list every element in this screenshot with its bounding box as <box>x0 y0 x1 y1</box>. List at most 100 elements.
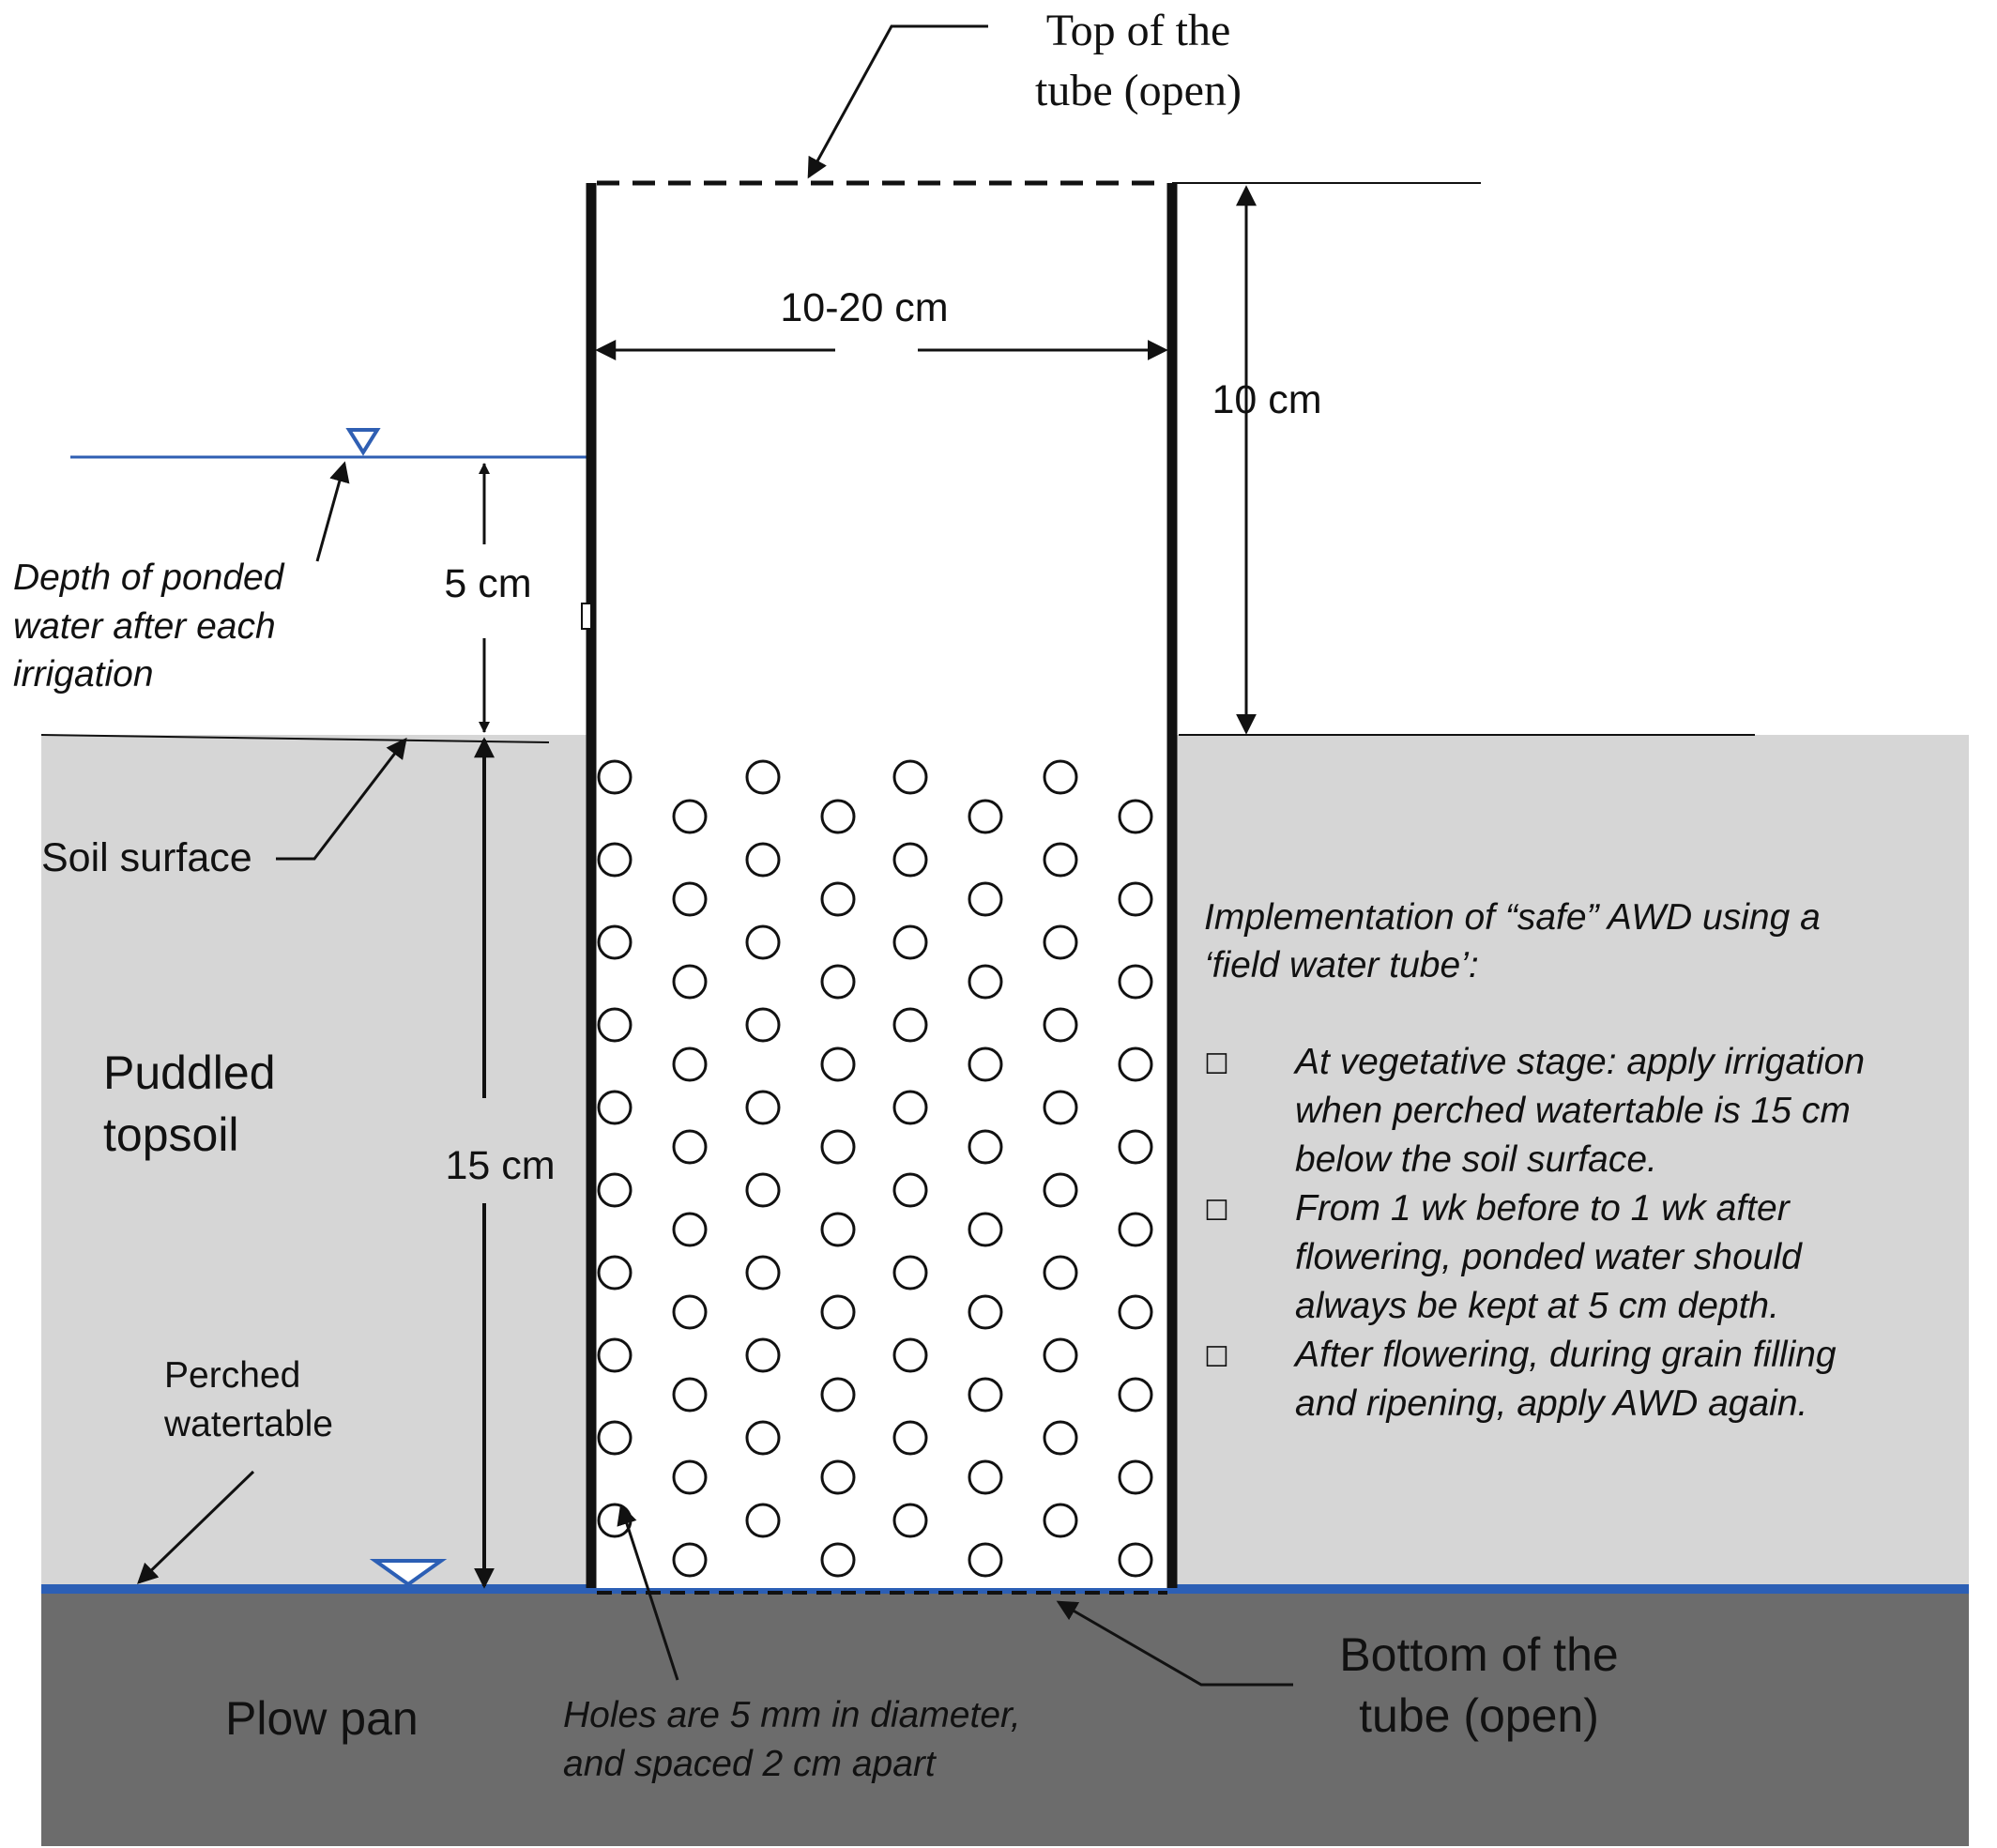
holes-note-leader <box>617 1504 679 1681</box>
perforation-hole <box>597 1337 633 1373</box>
implementation-item-3-line-2: and ripening, apply AWD again. <box>1295 1383 1807 1424</box>
soil-surface-leader <box>276 737 407 861</box>
perforation-hole <box>1043 759 1078 795</box>
perforation-hole <box>892 1503 928 1538</box>
perforation-hole <box>672 1377 708 1413</box>
perforation-hole <box>968 964 1003 1000</box>
bullet-icon: ☐ <box>1204 1342 1229 1373</box>
plow-pan-label: Plow pan <box>225 1692 419 1745</box>
perforation-hole <box>892 1090 928 1125</box>
perforation-hole <box>820 1377 856 1413</box>
perforation-hole <box>745 1255 781 1291</box>
perforation-hole <box>892 1337 928 1373</box>
perforation-hole <box>968 799 1003 834</box>
perforation-hole <box>672 1294 708 1330</box>
bottom-of-tube-label-line-2: tube (open) <box>1359 1689 1599 1742</box>
perforation-hole <box>1118 1294 1153 1330</box>
implementation-heading-line-1: Implementation of “safe” AWD using a <box>1204 897 1821 938</box>
perforation-hole <box>820 1212 856 1247</box>
perforation-hole <box>672 1459 708 1495</box>
perforation-hole <box>1118 1542 1153 1578</box>
ponded-water-note-line-3: irrigation <box>13 654 154 695</box>
perforation-hole <box>1118 1459 1153 1495</box>
perforation-hole <box>892 842 928 878</box>
perforation-hole <box>820 1542 856 1578</box>
implementation-item-2-line-3: always be kept at 5 cm depth. <box>1295 1286 1779 1326</box>
puddled-topsoil-label-line-1: Puddled <box>103 1046 276 1099</box>
perforation-hole <box>672 1212 708 1247</box>
perforation-hole <box>1118 1377 1153 1413</box>
perforation-hole <box>968 1129 1003 1165</box>
perforation-hole <box>892 1255 928 1291</box>
perforation-hole <box>1118 881 1153 917</box>
perforation-hole <box>820 799 856 834</box>
perforation-hole <box>745 1007 781 1043</box>
perforation-hole <box>1043 1255 1078 1291</box>
perforation-hole <box>745 1420 781 1456</box>
tube-perforation-holes <box>597 759 1153 1578</box>
perforation-hole <box>1043 1090 1078 1125</box>
perforation-hole <box>820 881 856 917</box>
perforation-hole <box>892 924 928 960</box>
implementation-item-1-line-3: below the soil surface. <box>1295 1139 1657 1180</box>
perforation-hole <box>892 1172 928 1208</box>
perforation-hole <box>968 1377 1003 1413</box>
implementation-item-2-line-1: From 1 wk before to 1 wk after <box>1295 1188 1791 1229</box>
perforation-hole <box>968 1046 1003 1082</box>
perforation-hole <box>968 1542 1003 1578</box>
bottom-of-tube-label-line-1: Bottom of the <box>1339 1628 1618 1681</box>
implementation-item-1-line-1: At vegetative stage: apply irrigation <box>1293 1042 1865 1082</box>
perforation-hole <box>672 881 708 917</box>
perforation-hole <box>1118 1129 1153 1165</box>
perforation-hole <box>745 1503 781 1538</box>
soil-surface-line-left <box>40 734 550 743</box>
top-of-tube-label-line-1: Top of the <box>1046 6 1231 55</box>
implementation-item-2-line-2: flowering, ponded water should <box>1295 1237 1803 1277</box>
perforation-hole <box>597 924 633 960</box>
tube-height-dimension-label: 10 cm <box>1212 377 1321 422</box>
ponded-water-note-line-1: Depth of ponded <box>13 557 285 598</box>
perforation-hole <box>745 759 781 795</box>
perforation-hole <box>597 1090 633 1125</box>
bullet-icon: ☐ <box>1204 1049 1229 1080</box>
ponded-depth-label: 5 cm <box>444 561 531 606</box>
perforation-hole <box>672 964 708 1000</box>
perforation-hole <box>1043 1420 1078 1456</box>
plow-pan-region <box>41 1593 1969 1846</box>
perforation-hole <box>892 1007 928 1043</box>
perched-watertable-level-symbol <box>369 1559 448 1587</box>
perforation-hole <box>672 1542 708 1578</box>
perforation-hole <box>597 1420 633 1456</box>
implementation-item-1-line-2: when perched watertable is 15 cm <box>1295 1091 1851 1131</box>
holes-note-line-1: Holes are 5 mm in diameter, <box>563 1695 1021 1735</box>
perforation-hole <box>1118 1212 1153 1247</box>
ponded-water-leader <box>315 461 350 562</box>
perforation-hole <box>1118 1046 1153 1082</box>
perforation-hole <box>968 1294 1003 1330</box>
perforation-hole <box>1118 964 1153 1000</box>
soil-surface-label: Soil surface <box>41 835 252 880</box>
perforation-hole <box>745 842 781 878</box>
perforation-hole <box>820 964 856 1000</box>
ponded-water-level-symbol <box>345 428 381 456</box>
holes-note-line-2: and spaced 2 cm apart <box>563 1744 938 1784</box>
perforation-hole <box>820 1129 856 1165</box>
perforation-hole <box>745 924 781 960</box>
perforation-hole <box>1043 842 1078 878</box>
perforation-hole <box>892 759 928 795</box>
perforation-hole <box>745 1172 781 1208</box>
perforation-hole <box>1043 1172 1078 1208</box>
width-dimension-label: 10-20 cm <box>780 285 948 330</box>
perforation-hole <box>1043 1503 1078 1538</box>
puddled-topsoil-label-line-2: topsoil <box>103 1108 239 1161</box>
top-of-tube-label-line-2: tube (open) <box>1035 66 1242 115</box>
perforation-hole <box>597 1172 633 1208</box>
perforation-hole <box>1118 799 1153 834</box>
perforation-hole <box>672 799 708 834</box>
perched-watertable-label-line-1: Perched <box>164 1355 300 1396</box>
perforation-hole <box>1043 924 1078 960</box>
perforation-hole <box>968 1459 1003 1495</box>
perforation-hole <box>597 1007 633 1043</box>
implementation-item-3-line-1: After flowering, during grain filling <box>1293 1335 1837 1375</box>
